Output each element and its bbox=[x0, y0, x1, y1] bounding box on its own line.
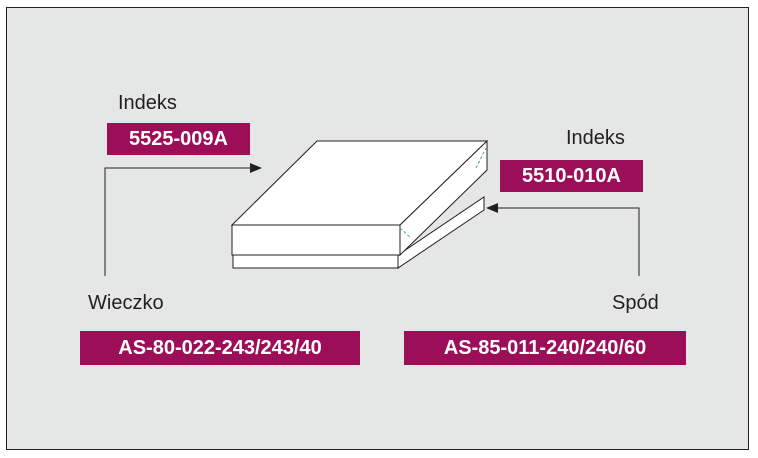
base-product-code: AS-85-011-240/240/60 bbox=[404, 331, 686, 365]
lid-front-face bbox=[231, 224, 401, 256]
base-arrowhead bbox=[486, 203, 498, 213]
lid-index-code: 5525-009A bbox=[107, 123, 250, 155]
base-title: Spód bbox=[612, 292, 659, 314]
dashed-accent-front bbox=[399, 227, 412, 239]
base-index-label: Indeks bbox=[566, 127, 625, 149]
base-front-face bbox=[232, 254, 399, 269]
lid-index-label: Indeks bbox=[118, 92, 177, 114]
base-side-face bbox=[397, 196, 485, 269]
lid-product-code: AS-80-022-243/243/40 bbox=[80, 331, 360, 365]
lid-leader-line bbox=[104, 167, 250, 276]
lid-arrowhead bbox=[250, 163, 262, 173]
base-index-code: 5510-010A bbox=[500, 160, 643, 192]
base-leader-line bbox=[498, 207, 640, 276]
lid-title: Wieczko bbox=[88, 292, 164, 314]
dashed-accent-side bbox=[475, 147, 487, 169]
lid-side-face bbox=[399, 139, 488, 257]
